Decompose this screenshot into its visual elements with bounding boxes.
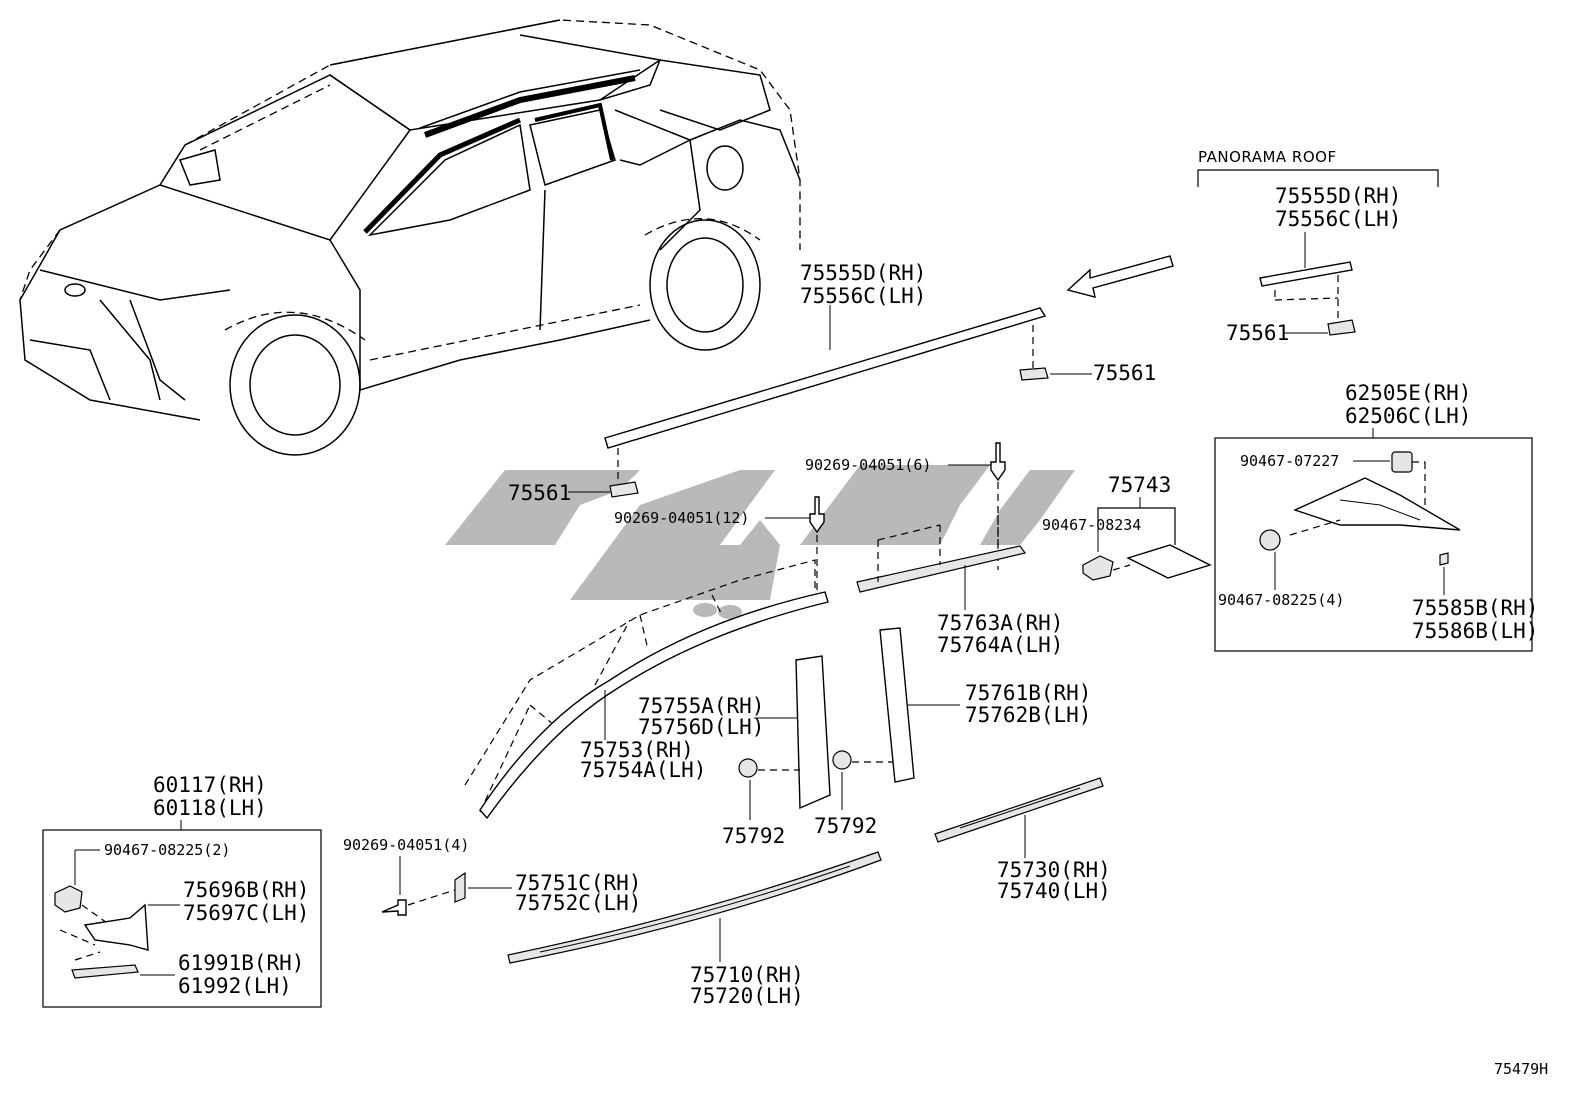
label-rivet-6: 90269-04051(6) [805, 456, 931, 474]
label-pano-rh: 75555D(RH) [1275, 184, 1401, 208]
label-quarter-rh: 75763A(RH) [937, 611, 1063, 635]
pillar-rear-garnish[interactable] [879, 627, 915, 783]
label-seal-lh: 61992(LH) [178, 974, 292, 998]
label-protector-clip-bottom: 90467-08225(4) [1218, 591, 1344, 609]
label-window-frame-rh: 75753(RH) [580, 738, 694, 762]
label-part-75743: 75743 [1108, 473, 1171, 497]
label-rivet-4: 90269-04051(4) [343, 836, 469, 854]
label-pillar-rear-rh: 75761B(RH) [965, 681, 1091, 705]
mudguard-detail-box [42, 829, 322, 1008]
protector-pad[interactable] [1439, 552, 1449, 566]
protector-panel[interactable] [1293, 477, 1461, 531]
corner-group: 90269-04051(4) 75751C(RH) 75752C(LH) [343, 836, 641, 916]
panorama-roof-section: PANORAMA ROOF 75555D(RH) 75556C(LH) 7556… [1197, 148, 1439, 345]
roof-molding[interactable] [604, 307, 1047, 449]
rivet-12[interactable] [809, 496, 825, 534]
brand-watermark-logo [445, 465, 1075, 619]
window-frame-group: 75753(RH) 75754A(LH) [464, 559, 829, 820]
label-clip-75792-a: 75792 [722, 824, 785, 848]
protector-clip-bottom[interactable] [1259, 529, 1281, 551]
mudguard-group: 60117(RH) 60118(LH) 90467-08225(2) 75696… [42, 773, 322, 1008]
belt-front-group: 75710(RH) 75720(LH) [507, 851, 882, 1008]
label-rivet-12: 90269-04051(12) [614, 509, 749, 527]
label-roof-clip-right: 75561 [1093, 361, 1156, 385]
label-roof-lh: 75556C(LH) [800, 284, 926, 308]
label-mudguard-lh: 60118(LH) [153, 796, 267, 820]
clip-75792-a[interactable] [738, 758, 758, 778]
label-pillar-front-rh: 75755A(RH) [638, 694, 764, 718]
clip-75792-b[interactable] [832, 750, 852, 770]
label-mudguard-rh: 60117(RH) [153, 773, 267, 797]
direction-arrow-icon [1066, 255, 1174, 298]
panorama-section-title: PANORAMA ROOF [1198, 148, 1337, 166]
label-clip-08234: 90467-08234 [1042, 516, 1141, 534]
label-belt-rear-rh: 75730(RH) [997, 858, 1111, 882]
corner-cover[interactable] [454, 871, 466, 903]
label-cover-lh: 75697C(LH) [183, 901, 309, 925]
protector-group: 62505E(RH) 62506C(LH) 90467-07227 90467-… [1214, 381, 1538, 652]
label-clip-75792-b: 75792 [814, 814, 877, 838]
label-protector-lh: 62506C(LH) [1345, 404, 1471, 428]
pillar-front-garnish[interactable] [795, 655, 831, 810]
protector-clip-top[interactable] [1391, 451, 1413, 473]
pillar-rear-group: 75761B(RH) 75762B(LH) 75792 [814, 627, 1091, 838]
label-protector-pad-rh: 75585B(RH) [1412, 596, 1538, 620]
label-mudguard-clip: 90467-08225(2) [104, 841, 230, 859]
quarter-molding[interactable] [856, 545, 1027, 593]
label-seal-rh: 61991B(RH) [178, 951, 304, 975]
panorama-roof-clip[interactable] [1327, 319, 1356, 336]
panorama-roof-molding[interactable] [1259, 261, 1353, 287]
label-belt-front-lh: 75720(LH) [690, 984, 804, 1008]
roof-molding-group: 75555D(RH) 75556C(LH) 75561 75561 [508, 261, 1156, 505]
belt-molding-front[interactable] [507, 851, 882, 964]
pillar-front-group: 75755A(RH) 75756D(LH) 75792 [638, 655, 831, 848]
label-cover-rh: 75696B(RH) [183, 878, 309, 902]
label-pano-lh: 75556C(LH) [1275, 207, 1401, 231]
figure-code: 75479H [1494, 1060, 1548, 1078]
label-corner-lh: 75752C(LH) [515, 891, 641, 915]
label-belt-rear-lh: 75740(LH) [997, 879, 1111, 903]
label-roof-clip-left: 75561 [508, 481, 571, 505]
label-belt-front-rh: 75710(RH) [690, 963, 804, 987]
part-75743-group: 75743 90467-08234 [1042, 473, 1212, 581]
belt-rear-group: 75730(RH) 75740(LH) [934, 777, 1111, 903]
vehicle-illustration [19, 19, 801, 456]
label-pano-clip: 75561 [1226, 321, 1289, 345]
mudguard-cover[interactable] [83, 903, 149, 951]
quarter-molding-group: 75763A(RH) 75764A(LH) [856, 515, 1063, 657]
label-pillar-rear-lh: 75762B(LH) [965, 703, 1091, 727]
mudguard-seal[interactable] [71, 964, 139, 979]
label-window-frame-lh: 75754A(LH) [580, 758, 706, 782]
belt-molding-rear[interactable] [934, 777, 1104, 843]
rivet-12-group: 90269-04051(12) [614, 496, 825, 592]
label-protector-rh: 62505E(RH) [1345, 381, 1471, 405]
mudguard-clip[interactable] [54, 885, 83, 913]
roof-clip-left[interactable] [609, 481, 639, 498]
label-quarter-lh: 75764A(LH) [937, 633, 1063, 657]
roof-clip-right[interactable] [1019, 367, 1049, 381]
label-protector-pad-lh: 75586B(LH) [1412, 619, 1538, 643]
protector-detail-box [1214, 437, 1533, 652]
label-roof-rh: 75555D(RH) [800, 261, 926, 285]
label-corner-rh: 75751C(RH) [515, 871, 641, 895]
label-protector-clip-top: 90467-07227 [1240, 452, 1339, 470]
rivet-6[interactable] [990, 442, 1006, 482]
clip-08234[interactable] [1082, 555, 1114, 581]
rivet-4[interactable] [381, 899, 407, 916]
window-frame-molding[interactable] [479, 591, 829, 820]
part-75743[interactable] [1126, 544, 1212, 579]
label-pillar-front-lh: 75756D(LH) [638, 715, 764, 739]
